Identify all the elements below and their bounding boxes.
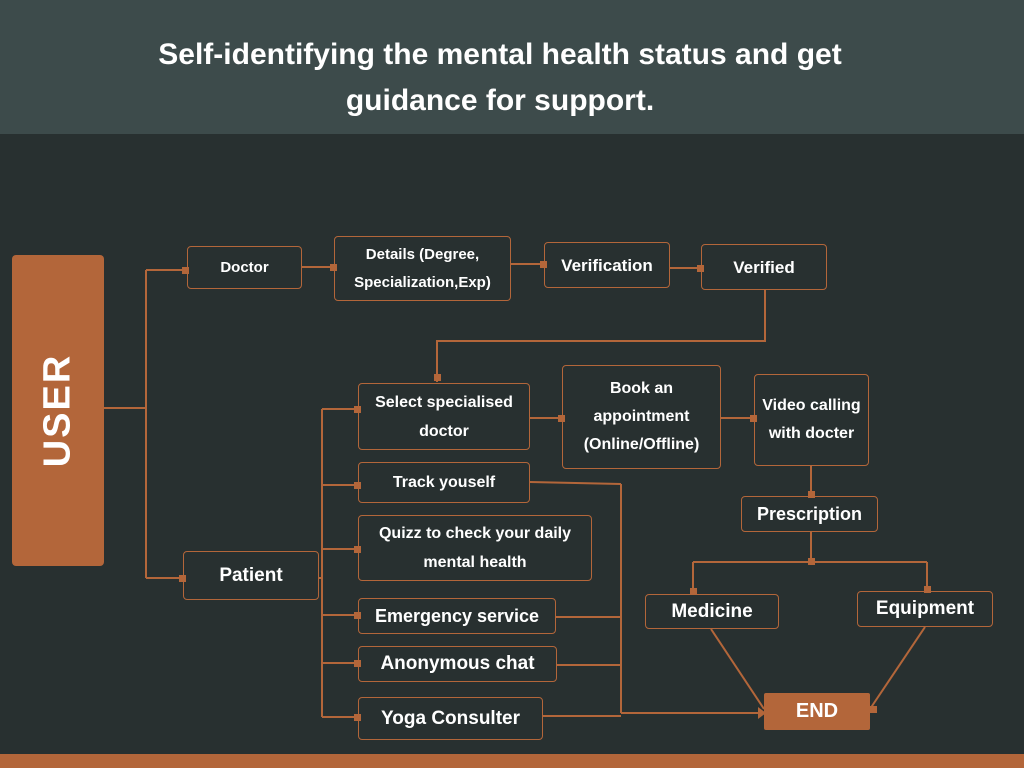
quiz-node: Quizz to check your daily mental health bbox=[358, 515, 592, 581]
footer-bar bbox=[0, 754, 1024, 768]
doctor-node: Doctor bbox=[187, 246, 302, 289]
yoga-consulter-node: Yoga Consulter bbox=[358, 697, 543, 740]
details-node: Details (Degree, Specialization,Exp) bbox=[334, 236, 511, 301]
prescription-node: Prescription bbox=[741, 496, 878, 532]
equipment-node: Equipment bbox=[857, 591, 993, 627]
header-banner: Self-identifying the mental health statu… bbox=[0, 0, 1024, 134]
end-node: END bbox=[764, 693, 870, 730]
verified-node: Verified bbox=[701, 244, 827, 290]
medicine-node: Medicine bbox=[645, 594, 779, 629]
user-label: USER bbox=[36, 353, 79, 468]
track-yourself-node: Track youself bbox=[358, 462, 530, 503]
anonymous-chat-node: Anonymous chat bbox=[358, 646, 557, 682]
diagram-title: Self-identifying the mental health statu… bbox=[158, 38, 842, 117]
emergency-service-node: Emergency service bbox=[358, 598, 556, 634]
verification-node: Verification bbox=[544, 242, 670, 288]
patient-node: Patient bbox=[183, 551, 319, 600]
select-doctor-node: Select specialised doctor bbox=[358, 383, 530, 450]
book-appointment-node: Book an appointment (Online/Offline) bbox=[562, 365, 721, 469]
video-calling-node: Video calling with docter bbox=[754, 374, 869, 466]
user-node: USER bbox=[12, 255, 104, 566]
